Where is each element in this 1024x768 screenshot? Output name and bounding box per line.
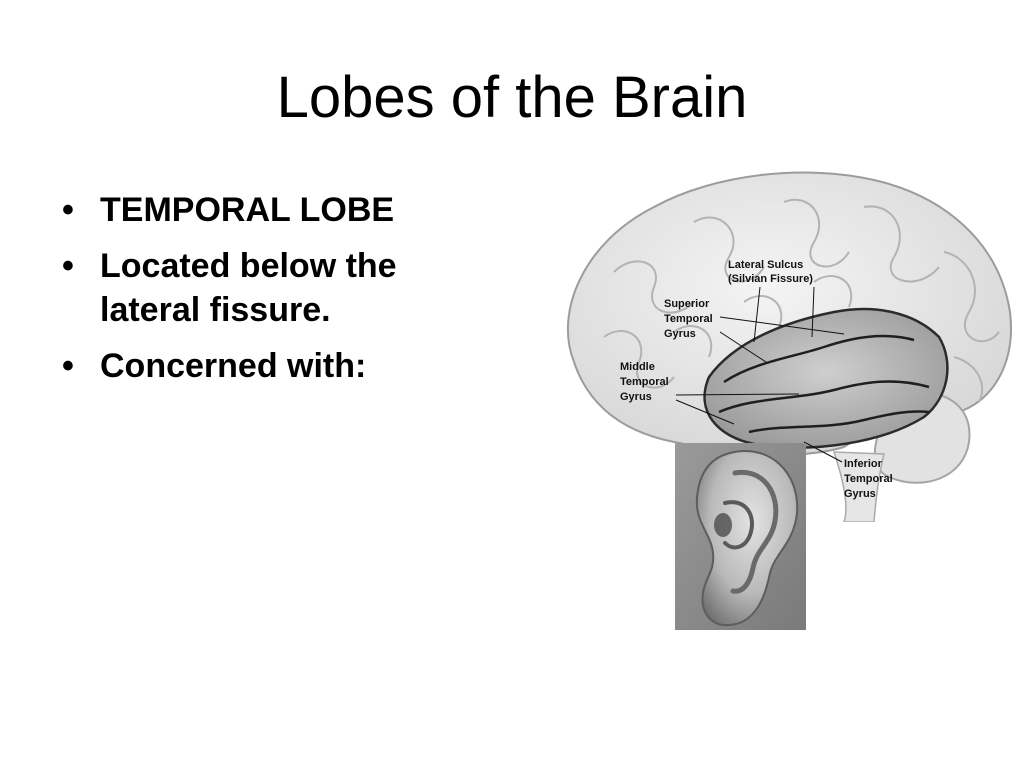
gyri-pattern (603, 198, 1000, 403)
ear-antihelix (723, 500, 754, 550)
label-superior-3: Gyrus (664, 328, 696, 340)
ear-image-icon (675, 443, 806, 630)
pointer-line (675, 393, 800, 396)
label-inferior-3: Gyrus (844, 488, 876, 500)
label-inferior-1: Inferior (844, 458, 883, 470)
label-inferior-2: Temporal (844, 473, 893, 485)
label-middle-2: Temporal (620, 376, 669, 388)
ear-helix (730, 469, 779, 594)
brain-illustration-icon: Lateral Sulcus (Silvian Fissure) Superio… (566, 171, 1012, 522)
label-middle-1: Middle (620, 361, 655, 373)
bullet-glyph: • (62, 247, 74, 285)
bullet-item: • TEMPORAL LOBE (62, 188, 482, 232)
bullet-glyph: • (62, 347, 74, 385)
label-lateral-sulcus-2: (Silvian Fissure) (728, 273, 813, 285)
brainstem-shape (832, 451, 885, 522)
label-lateral-sulcus-1: Lateral Sulcus (728, 259, 803, 271)
bullet-list: • TEMPORAL LOBE • Located below the late… (62, 188, 482, 400)
ear-canal (714, 513, 732, 537)
pointer-line (811, 286, 815, 338)
bullet-item: • Located below the lateral fissure. (62, 244, 482, 332)
bullet-text: Concerned with: (100, 347, 367, 385)
temporal-lobe-region (703, 307, 949, 449)
pointer-line (675, 399, 735, 425)
pointer-line (803, 441, 843, 463)
bullet-text: Located below the lateral fissure. (100, 247, 397, 329)
temporal-gyri (718, 334, 930, 434)
bullet-text: TEMPORAL LOBE (100, 191, 395, 229)
label-superior-1: Superior (664, 298, 710, 310)
label-superior-2: Temporal (664, 313, 713, 325)
slide-title: Lobes of the Brain (276, 65, 748, 130)
bullet-glyph: • (62, 191, 74, 229)
pointer-line (719, 331, 767, 363)
bullet-item: • Concerned with: (62, 344, 482, 388)
pointer-line (719, 316, 845, 335)
pointer-line (753, 286, 761, 343)
label-middle-3: Gyrus (620, 391, 652, 403)
